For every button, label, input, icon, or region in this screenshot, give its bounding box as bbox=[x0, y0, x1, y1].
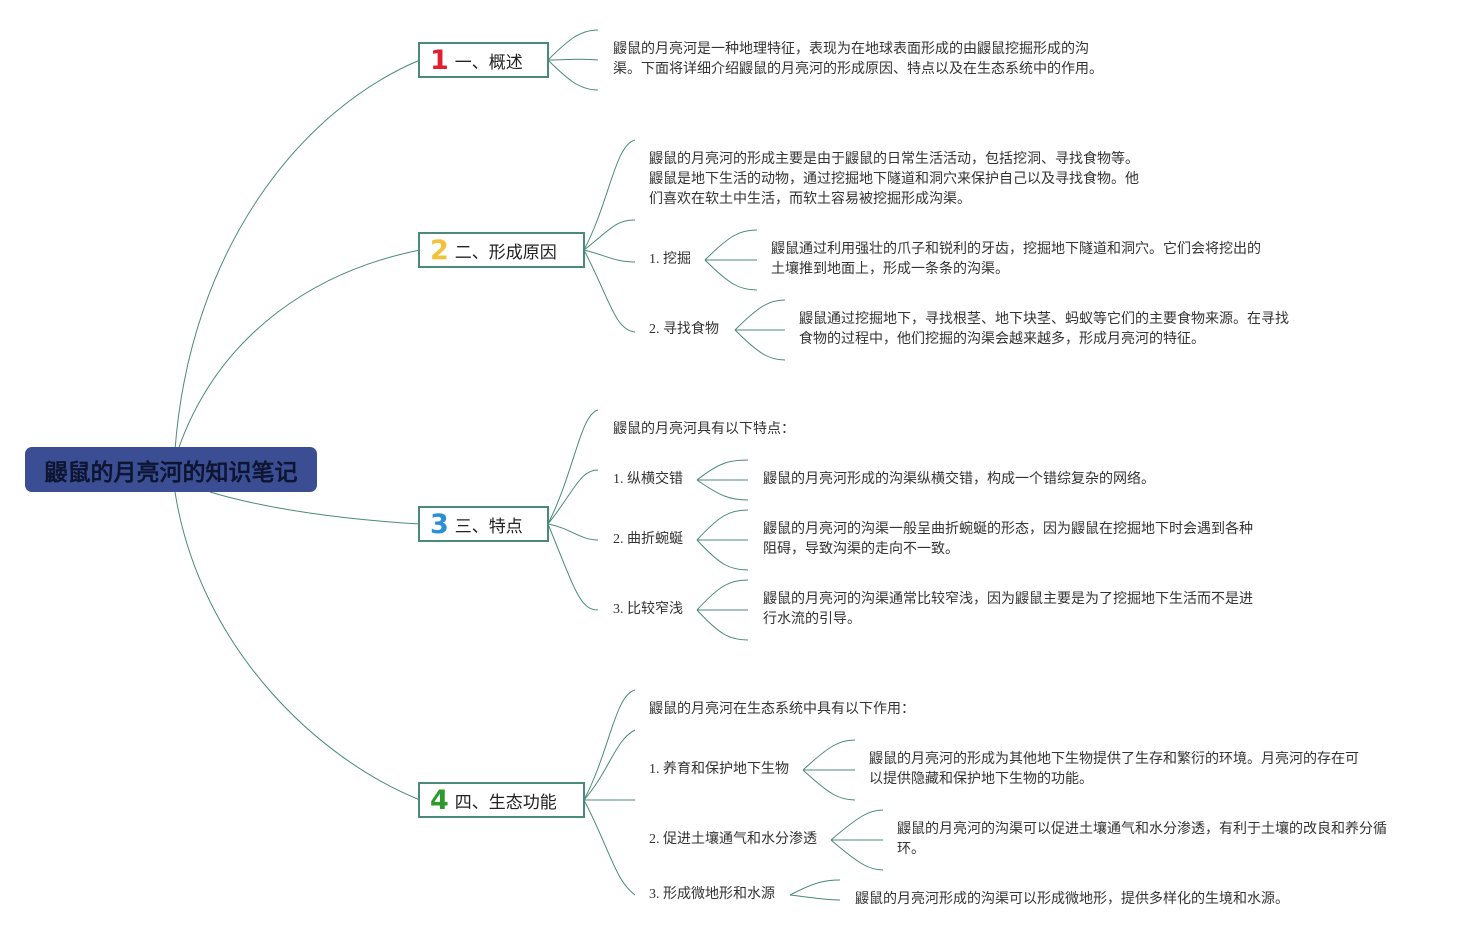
ecology-item-microterrain-text: 鼹鼠的月亮河形成的沟渠可以形成微地形，提供多样化的生境和水源。 bbox=[855, 892, 1289, 907]
ecology-item-protect[interactable]: 1. 养育和保护地下生物 bbox=[649, 762, 789, 777]
connector-root-b3 bbox=[209, 491, 421, 525]
root-title: 鼹鼠的月亮河的知识笔记 bbox=[44, 459, 298, 486]
features-item-winding[interactable]: 2. 曲折蜿蜒 bbox=[613, 532, 683, 547]
ecology-item-microterrain[interactable]: 3. 形成微地形和水源 bbox=[649, 887, 775, 902]
branch-features[interactable]: 3 三、特点 bbox=[418, 506, 549, 542]
features-item-narrow-text: 鼹鼠的月亮河的沟渠通常比较窄浅，因为鼹鼠主要是为了挖掘地下生活而不是进 行水流的… bbox=[763, 592, 1253, 627]
branch-label: 三、特点 bbox=[454, 516, 523, 537]
branch-number-4: 4 bbox=[430, 784, 449, 816]
ecology-item-aeration-text: 鼹鼠的月亮河的沟渠可以促进土壤通气和水分渗透，有利于土壤的改良和养分循 环。 bbox=[897, 822, 1387, 857]
formation-item-digging-text: 鼹鼠通过利用强壮的爪子和锐利的牙齿，挖掘地下隧道和洞穴。它们会将挖出的 土壤推到… bbox=[771, 242, 1261, 277]
formation-intro: 鼹鼠的月亮河的形成主要是由于鼹鼠的日常生活活动，包括挖洞、寻找食物等。 鼹鼠是地… bbox=[649, 152, 1139, 207]
features-item-narrow[interactable]: 3. 比较窄浅 bbox=[613, 602, 683, 617]
features-item-crisscross-text: 鼹鼠的月亮河形成的沟渠纵横交错，构成一个错综复杂的网络。 bbox=[763, 472, 1155, 487]
ecology-intro: 鼹鼠的月亮河在生态系统中具有以下作用： bbox=[649, 702, 915, 717]
formation-item-food-text: 鼹鼠通过挖掘地下，寻找根茎、地下块茎、蚂蚁等它们的主要食物来源。在寻找 食物的过… bbox=[799, 312, 1289, 347]
root-topic[interactable]: 鼹鼠的月亮河的知识笔记 bbox=[25, 447, 317, 492]
branch-ecology[interactable]: 4 四、生态功能 bbox=[418, 782, 585, 818]
branch-number-2: 2 bbox=[430, 234, 449, 266]
connector-root-b1 bbox=[174, 59, 421, 451]
branch-label: 二、形成原因 bbox=[454, 242, 557, 263]
branch-label: 四、生态功能 bbox=[454, 792, 557, 813]
features-item-crisscross[interactable]: 1. 纵横交错 bbox=[613, 472, 683, 487]
ecology-item-aeration[interactable]: 2. 促进土壤通气和水分渗透 bbox=[649, 832, 817, 847]
features-intro: 鼹鼠的月亮河具有以下特点： bbox=[613, 422, 795, 437]
overview-text: 鼹鼠的月亮河是一种地理特征，表现为在地球表面形成的由鼹鼠挖掘形成的沟 渠。下面将… bbox=[613, 42, 1103, 77]
formation-item-food[interactable]: 2. 寻找食物 bbox=[649, 322, 719, 337]
branch-label: 一、概述 bbox=[454, 52, 523, 73]
features-item-winding-text: 鼹鼠的月亮河的沟渠一般呈曲折蜿蜒的形态，因为鼹鼠在挖掘地下时会遇到各种 阻碍，导… bbox=[763, 522, 1253, 557]
branch-overview[interactable]: 1 一、概述 bbox=[418, 42, 549, 78]
formation-item-digging[interactable]: 1. 挖掘 bbox=[649, 252, 691, 267]
connector-root-b4 bbox=[174, 491, 421, 801]
connector-root-b2 bbox=[177, 249, 421, 451]
ecology-item-protect-text: 鼹鼠的月亮河的形成为其他地下生物提供了生存和繁衍的环境。月亮河的存在可 以提供隐… bbox=[869, 752, 1359, 787]
branch-formation[interactable]: 2 二、形成原因 bbox=[418, 232, 585, 268]
branch-number-3: 3 bbox=[430, 508, 449, 540]
branch-number-1: 1 bbox=[430, 44, 449, 76]
